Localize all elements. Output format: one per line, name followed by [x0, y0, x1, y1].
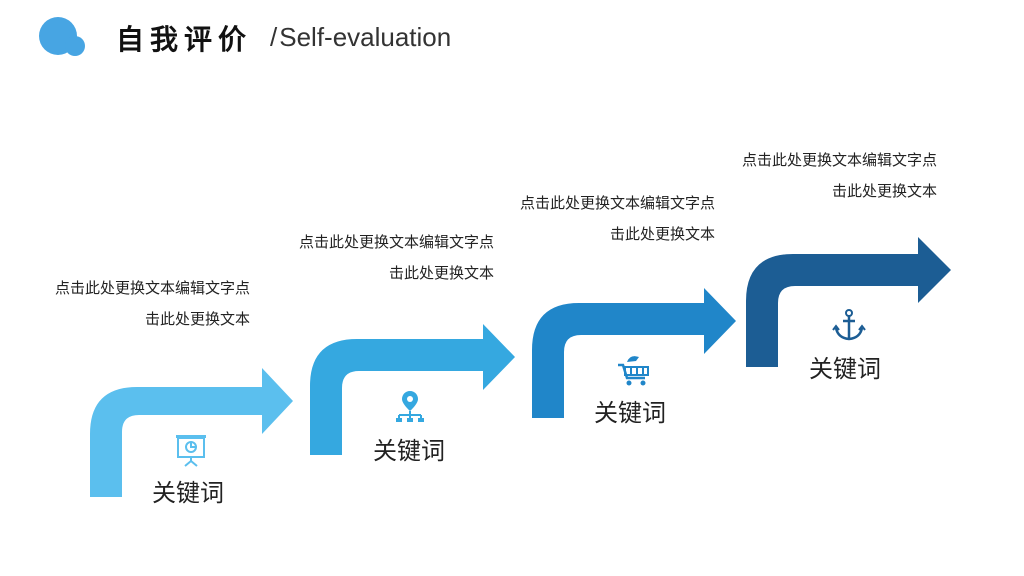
step-1-desc-line1: 点击此处更换文本编辑文字点: [54, 279, 250, 297]
step-1-arrow: [90, 368, 293, 497]
step-1-desc-line2: 击此处更换文本: [144, 310, 250, 328]
presentation-board-icon: [176, 435, 206, 467]
step-2-desc-line1: 点击此处更换文本编辑文字点: [298, 233, 494, 251]
shopping-cart-icon: [618, 356, 649, 386]
step-3-desc-line1: 点击此处更换文本编辑文字点: [519, 194, 715, 212]
step-2-arrow: [310, 324, 515, 455]
step-3-desc-line2: 击此处更换文本: [609, 225, 715, 243]
step-1-description: 点击此处更换文本编辑文字点 击此处更换文本: [0, 273, 250, 335]
location-network-icon: [396, 391, 424, 422]
step-4-arrow: [746, 237, 951, 367]
step-4-desc-line1: 点击此处更换文本编辑文字点: [741, 151, 937, 169]
page-subtitle-text: Self-evaluation: [279, 22, 452, 52]
step-3-description: 点击此处更换文本编辑文字点 击此处更换文本: [455, 188, 715, 250]
step-3-arrow: [532, 288, 736, 418]
step-3-keyword: 关键词: [594, 399, 666, 427]
step-2-keyword: 关键词: [373, 437, 445, 465]
logo-icon: [39, 17, 85, 56]
step-4-description: 点击此处更换文本编辑文字点 击此处更换文本: [677, 145, 937, 207]
step-4-desc-line2: 击此处更换文本: [831, 182, 937, 200]
step-1-keyword: 关键词: [152, 479, 224, 507]
anchor-icon: [832, 309, 866, 341]
step-2-description: 点击此处更换文本编辑文字点 击此处更换文本: [234, 227, 494, 289]
step-2-desc-line2: 击此处更换文本: [388, 264, 494, 282]
page-title: 自我评价: [116, 23, 253, 56]
step-4-keyword: 关键词: [809, 355, 881, 383]
title-separator: /: [270, 22, 278, 52]
page-subtitle: /Self-evaluation: [270, 22, 451, 53]
